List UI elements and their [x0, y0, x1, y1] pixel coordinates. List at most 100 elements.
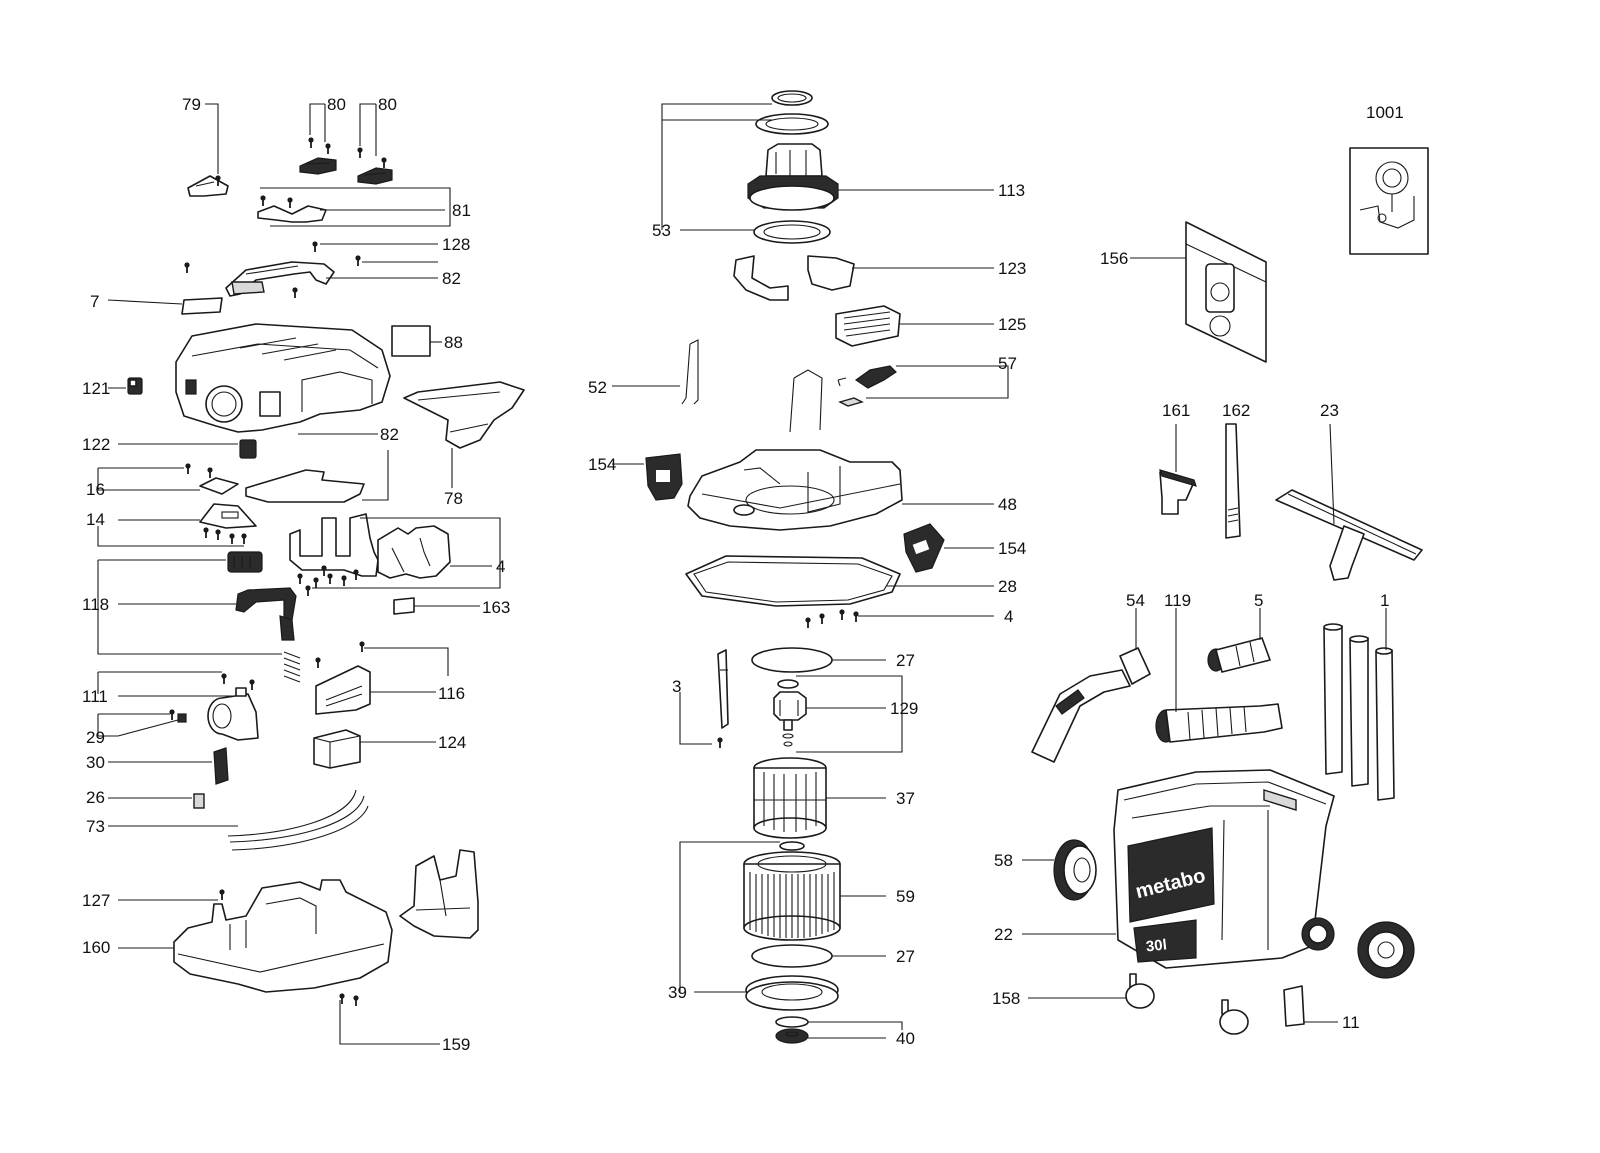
- callout-27-bottom: 27: [896, 947, 915, 966]
- callout-160: 160: [82, 938, 110, 957]
- part-22-container: metabo 30l: [1113, 769, 1335, 969]
- part-159-holder: [399, 849, 479, 939]
- capacity-marking: 30l: [1145, 936, 1168, 955]
- part-27-seal-ring-bottom: [751, 944, 833, 968]
- part-154-clamp-right: [903, 523, 945, 573]
- callout-124: 124: [438, 733, 466, 752]
- callout-82-housing: 82: [380, 425, 399, 444]
- callout-11: 11: [1342, 1013, 1360, 1032]
- callout-48: 48: [998, 495, 1017, 514]
- callout-57: 57: [998, 354, 1017, 373]
- callout-158: 158: [992, 989, 1020, 1008]
- part-4-cable-holders: [289, 513, 451, 597]
- part-162-crevice-nozzle: [1225, 423, 1241, 539]
- part-11-label: [1283, 985, 1305, 1027]
- callout-121: 121: [82, 379, 110, 398]
- part-82-handle: [183, 254, 362, 299]
- callout-113: 113: [998, 181, 1025, 200]
- callout-39: 39: [668, 983, 687, 1002]
- part-39-washer: [779, 841, 805, 851]
- callout-156: 156: [1100, 249, 1128, 268]
- part-160-lower-housing: [173, 879, 393, 1007]
- callout-23: 23: [1320, 401, 1339, 420]
- part-161-joint-nozzle: [1159, 469, 1197, 515]
- callout-73: 73: [86, 817, 105, 836]
- part-30-board: [213, 747, 229, 785]
- callout-7: 7: [90, 292, 99, 311]
- part-4-screws: [804, 608, 860, 629]
- callout-162: 162: [1222, 401, 1250, 420]
- part-54-suction-handle: [1031, 647, 1151, 763]
- screw-icon: [311, 240, 319, 253]
- callout-4-center: 4: [1004, 607, 1013, 626]
- part-48-filter-head-frame: [687, 449, 903, 531]
- callout-125: 125: [998, 315, 1026, 334]
- part-82-seal-plate: [245, 469, 365, 503]
- part-58-wheel: [1053, 839, 1097, 901]
- part-52-spring-clip: [681, 339, 823, 433]
- callout-119: 119: [1164, 591, 1191, 610]
- part-116-flap: [314, 640, 371, 715]
- callout-118: 118: [82, 595, 109, 614]
- callout-81: 81: [452, 201, 471, 220]
- callout-29: 29: [86, 728, 105, 747]
- callout-159: 159: [442, 1035, 470, 1054]
- part-81-bracket: [257, 194, 327, 223]
- callout-26: 26: [86, 788, 105, 807]
- callout-80-left: 80: [327, 95, 346, 114]
- part-119-hose-sleeve: [1155, 703, 1283, 743]
- callout-37: 37: [896, 789, 915, 808]
- part-73-cables: [227, 789, 369, 851]
- part-125-grille: [835, 305, 901, 347]
- callout-80-right: 80: [378, 95, 397, 114]
- callout-5: 5: [1254, 591, 1263, 610]
- callout-1: 1: [1380, 591, 1389, 610]
- part-14-bracket: [199, 503, 257, 545]
- part-88-plate: [391, 325, 431, 357]
- wheel-icon: [1357, 921, 1415, 979]
- part-39-filter-end-plate: [745, 975, 839, 1011]
- part-78-cover: [403, 381, 525, 449]
- callout-163: 163: [482, 598, 510, 617]
- part-123-motor-shell: [733, 255, 855, 301]
- part-37-filter-cage: [753, 757, 827, 839]
- callout-30: 30: [86, 753, 105, 772]
- callout-3: 3: [672, 677, 681, 696]
- part-59-filter-cartridge: [743, 851, 841, 941]
- callout-88: 88: [444, 333, 463, 352]
- part-29-sensor: [168, 708, 187, 723]
- part-57-latch: [837, 365, 897, 407]
- callout-116: 116: [438, 684, 465, 703]
- part-82-motor-head-housing: [175, 323, 391, 433]
- callout-59: 59: [896, 887, 915, 906]
- callout-161: 161: [1162, 401, 1190, 420]
- callout-129: 129: [890, 699, 918, 718]
- part-129-filter-nut: [773, 679, 807, 747]
- part-80-clip-left: [299, 136, 337, 175]
- callout-58: 58: [994, 851, 1013, 870]
- callout-122: 122: [82, 435, 110, 454]
- callout-27-top: 27: [896, 651, 915, 670]
- part-111-inlet-nozzle: [207, 672, 259, 741]
- callout-22: 22: [994, 925, 1013, 944]
- part-156-filter-bag: [1185, 221, 1267, 363]
- callout-154-right: 154: [998, 539, 1026, 558]
- callout-28: 28: [998, 577, 1017, 596]
- part-53-motor-seals: [753, 90, 831, 244]
- part-7-label: [181, 297, 223, 315]
- part-23-floor-nozzle: [1275, 489, 1423, 581]
- callout-52: 52: [588, 378, 607, 397]
- part-16-pcb: [184, 462, 239, 495]
- part-124-foam: [313, 729, 361, 769]
- callout-78: 78: [444, 489, 463, 508]
- part-27-seal-ring-top: [751, 647, 833, 673]
- callout-4-left: 4: [496, 557, 505, 576]
- callout-16: 16: [86, 480, 105, 499]
- part-163-label: [393, 597, 415, 615]
- part-40-wing-nut: [775, 1016, 809, 1044]
- part-122-capacitor: [239, 439, 257, 459]
- callout-128: 128: [442, 235, 470, 254]
- part-154-clamp-left: [645, 453, 683, 501]
- callout-111: 111: [82, 687, 108, 706]
